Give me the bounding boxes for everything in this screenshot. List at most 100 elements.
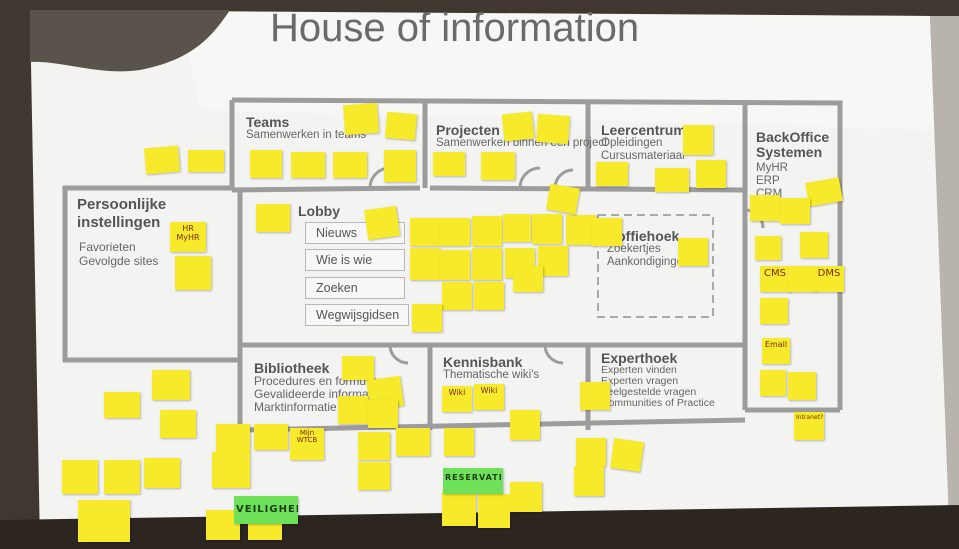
sticky-note	[175, 256, 211, 290]
sticky-note	[574, 466, 604, 496]
sticky-note	[433, 152, 465, 176]
sticky-note-wtcb: Mijn WTCB	[290, 428, 324, 460]
sticky-note	[410, 218, 440, 246]
sticky-note	[396, 428, 430, 456]
sticky-note-reservaties: RESERVATIES	[443, 468, 503, 494]
sticky-note	[160, 410, 196, 438]
sticky-note	[342, 102, 380, 136]
sticky-note	[338, 396, 368, 424]
sticky-note	[788, 372, 816, 400]
sticky-note	[104, 460, 140, 494]
sticky-note	[596, 162, 628, 186]
room-backoffice-title: BackOffice Systemen	[756, 129, 830, 160]
sticky-note	[545, 183, 581, 215]
sticky-note	[188, 150, 224, 172]
room-koffiehoek-title: Koffiehoek	[607, 228, 680, 244]
sticky-note-veiligheid: VEILIGHEID	[234, 496, 298, 524]
sticky-note	[538, 246, 568, 276]
sticky-note	[412, 304, 442, 332]
sticky-note	[788, 266, 816, 292]
sticky-note	[358, 432, 390, 460]
sticky-note	[384, 111, 418, 141]
sticky-note	[760, 298, 788, 324]
sticky-note-hr: HR MyHR	[170, 222, 206, 252]
room-persoonlijk-title: Persoonlijke instellingen	[77, 196, 167, 231]
sticky-note	[368, 400, 398, 428]
sticky-note-wiki2: Wiki	[474, 384, 504, 410]
lobby-button-zoeken: Zoeken	[305, 277, 405, 299]
sticky-note	[755, 236, 781, 260]
sticky-note	[442, 492, 476, 526]
room-leercentrum-sub: Opleidingen Cursusmateriaal	[601, 137, 685, 162]
sticky-note	[440, 250, 470, 280]
sticky-note	[442, 282, 472, 310]
sticky-note	[800, 232, 828, 258]
sticky-note	[410, 248, 440, 280]
room-koffiehoek-sub: Zoekertjes Aankondigingen	[607, 243, 690, 268]
sticky-note	[513, 266, 543, 292]
sticky-note	[678, 238, 708, 266]
sticky-note	[472, 248, 502, 280]
sticky-note	[532, 214, 562, 244]
sticky-note	[592, 218, 622, 246]
sticky-note	[254, 424, 288, 450]
room-persoonlijk-sub: Favorieten Gevolgde sites	[79, 240, 159, 268]
sticky-note	[250, 150, 282, 178]
sticky-note	[683, 125, 713, 155]
koffiehoek-area	[597, 214, 714, 318]
sticky-note	[152, 370, 190, 400]
sticky-note	[291, 152, 325, 178]
room-lobby-title: Lobby	[298, 203, 340, 219]
lobby-button-wegwijsgidsen: Wegwijsgidsen	[305, 304, 409, 326]
room-leercentrum-title: Leercentrum	[601, 122, 686, 138]
room-experthoek-title: Experthoek	[601, 350, 678, 366]
room-teams-title: Teams	[246, 114, 290, 130]
sticky-note	[384, 150, 416, 182]
sticky-note	[256, 204, 290, 232]
sticky-note	[478, 494, 510, 528]
room-kennisbank-title: Kennisbank	[443, 354, 523, 370]
sticky-note	[143, 145, 181, 175]
sticky-note	[510, 482, 542, 512]
sticky-note	[104, 392, 140, 418]
sticky-note	[62, 460, 98, 494]
room-bibliotheek-title: Bibliotheek	[254, 360, 330, 376]
sticky-note	[580, 382, 610, 410]
sticky-note	[78, 500, 130, 542]
sticky-note	[333, 152, 367, 178]
sticky-note	[358, 462, 390, 490]
sticky-note	[501, 111, 535, 142]
sticky-note	[760, 370, 786, 396]
sticky-note	[444, 428, 474, 456]
house-floorplan	[62, 97, 843, 433]
sticky-note	[364, 205, 400, 241]
sticky-note	[144, 458, 180, 488]
sticky-note	[510, 410, 540, 440]
sticky-note	[481, 152, 515, 180]
sticky-note	[750, 195, 780, 221]
room-projecten-title: Projecten	[436, 122, 500, 138]
sticky-note	[655, 168, 689, 192]
sticky-note	[780, 198, 810, 224]
lobby-button-wie-is-wie: Wie is wie	[305, 249, 405, 271]
sticky-note	[696, 160, 726, 188]
sticky-note	[610, 438, 644, 472]
slide-title: House of information	[270, 6, 640, 50]
shadow-blob	[30, 10, 230, 72]
room-experthoek-sub: Experten vinden Experten vragen Veelgest…	[601, 364, 715, 409]
sticky-note	[216, 424, 250, 452]
sticky-note-wiki: Wiki	[442, 386, 472, 412]
sticky-note	[472, 216, 502, 246]
sticky-note-dms: DMS	[814, 266, 844, 292]
sticky-note-intranet: Intranet?	[794, 412, 824, 440]
sticky-note	[566, 215, 596, 245]
sticky-note	[342, 356, 374, 380]
sticky-note-email: Email	[762, 338, 790, 364]
sticky-note	[576, 438, 606, 466]
sticky-note	[440, 218, 470, 246]
room-kennisbank-sub: Thematische wiki's	[443, 369, 540, 381]
sticky-note	[474, 282, 504, 310]
sticky-note	[503, 214, 531, 242]
sticky-note	[536, 113, 570, 145]
sticky-note	[212, 452, 250, 488]
